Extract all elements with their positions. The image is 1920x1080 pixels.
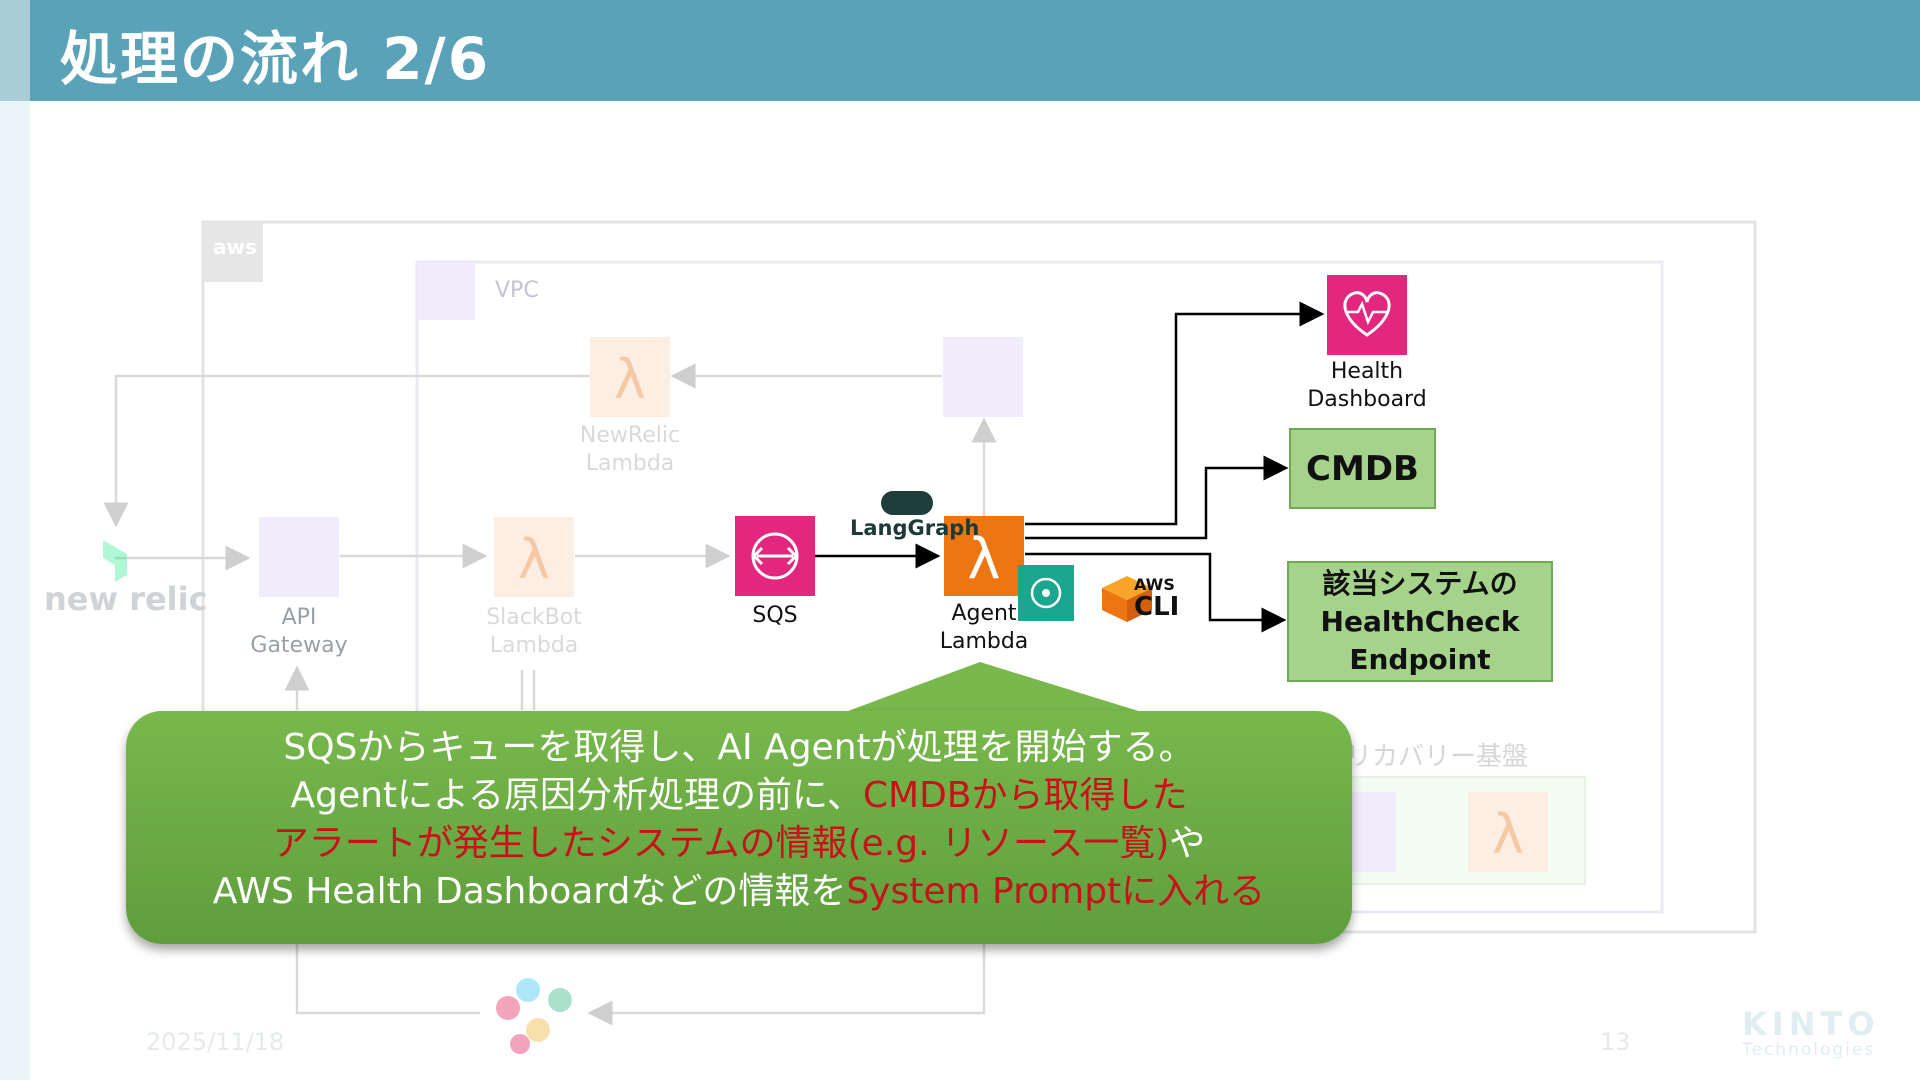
- callout-line-1: SQSからキューを取得し、AI Agentが処理を開始する。: [283, 727, 1195, 768]
- svg-text:λ: λ: [967, 527, 1000, 592]
- footer-date: 2025/11/18: [146, 1028, 285, 1056]
- healthcheck-endpoint-box: 該当システムの HealthCheck Endpoint: [1287, 561, 1553, 682]
- left-strip: [0, 0, 30, 1080]
- callout-line-2: Agentによる原因分析処理の前に、CMDBから取得した: [290, 775, 1188, 816]
- cmdb-box: CMDB: [1289, 428, 1436, 509]
- svg-text:λ: λ: [1492, 803, 1524, 866]
- slack-icon: [496, 978, 572, 1054]
- api-gateway-icon: [259, 517, 339, 597]
- vpc-label: VPC: [495, 278, 539, 303]
- recovery-label: リカバリー基盤: [1346, 742, 1529, 772]
- callout-text: SQSからキューを取得し、AI Agentが処理を開始する。 Agentによる原…: [126, 724, 1352, 916]
- callout-bubble: [126, 711, 1352, 944]
- header-accent: [0, 0, 30, 101]
- footer-page-number: 13: [1600, 1028, 1631, 1056]
- aws-cloud-tag: aws: [203, 222, 263, 282]
- kinto-logo: KINTO: [1742, 1005, 1880, 1043]
- langgraph-icon: [881, 491, 933, 515]
- active-connectors: [815, 301, 1325, 633]
- api-gateway-2-icon: [943, 337, 1023, 417]
- callout-pointer: [840, 662, 1148, 714]
- aws-cli-icon: [1102, 576, 1152, 622]
- svg-text:λ: λ: [614, 348, 646, 411]
- kinto-logo-sub: Technologies: [1742, 1040, 1876, 1060]
- recovery-lambda-icon: [1468, 792, 1548, 872]
- newrelic-lambda-icon: [590, 337, 670, 417]
- callout-line-4: AWS Health Dashboardなどの情報をSystem Promptに…: [212, 871, 1266, 912]
- slide-header: 処理の流れ 2/6: [30, 0, 1920, 101]
- sqs-label: SQS: [752, 603, 798, 628]
- newrelic-logo: new relic: [44, 580, 208, 618]
- slackbot-lambda-icon: [494, 517, 574, 597]
- slide-title: 処理の流れ 2/6: [60, 25, 491, 93]
- health-dashboard-icon: [1327, 275, 1407, 355]
- agent-lambda-icon: [944, 516, 1024, 596]
- svg-text:λ: λ: [518, 528, 550, 591]
- vpc-icon: [417, 262, 475, 320]
- newrelic-mark-icon: [103, 540, 127, 582]
- callout-line-3: アラートが発生したシステムの情報(e.g. リソース一覧)や: [272, 823, 1206, 864]
- langgraph-label: LangGraph: [850, 516, 980, 540]
